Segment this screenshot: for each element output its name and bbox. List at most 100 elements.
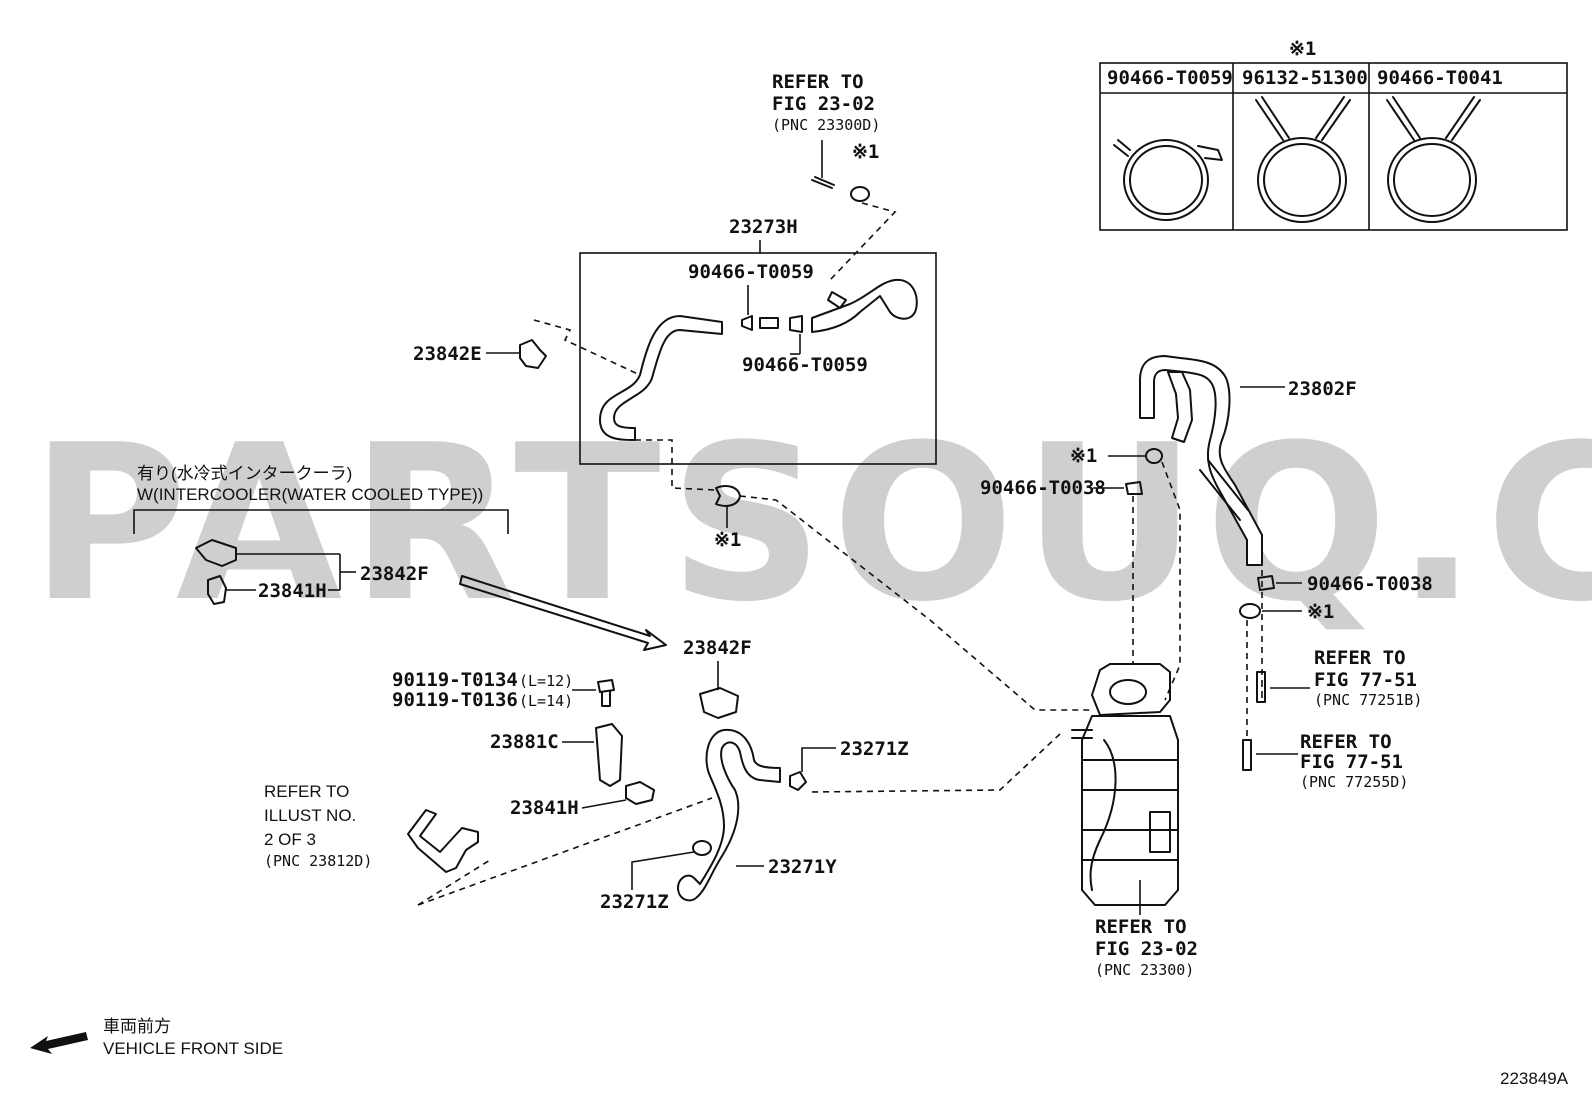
label-23881C: 23881C xyxy=(490,731,559,753)
watermark: PARTSOUQ.COM xyxy=(30,398,1592,649)
refer-right1-line3: (PNC 77251B) xyxy=(1314,691,1422,709)
refer-left-line3: 2 OF 3 xyxy=(264,830,316,849)
hose-23271Y-group: 23271Z 23271Z 23271Y xyxy=(417,728,909,913)
table-marker: ※1 xyxy=(1289,38,1316,60)
clip-center-group: ※1 xyxy=(714,485,741,551)
clip-23841H-lower xyxy=(625,781,655,805)
clip-illustration-3 xyxy=(1386,96,1481,223)
refer-left-line4: (PNC 23812D) xyxy=(264,852,372,870)
diagram-part-number: 223849A xyxy=(1500,1069,1569,1088)
refer-top-line1: REFER TO xyxy=(772,71,864,93)
label-23273H: 23273H xyxy=(729,216,798,238)
hose-23802F-branch xyxy=(1167,371,1193,443)
refer-note-right-2: REFER TO FIG 77-51 (PNC 77255D) xyxy=(1242,731,1408,791)
refer-top-line3: (PNC 23300D) xyxy=(772,116,880,134)
refer-note-right-1: REFER TO FIG 77-51 (PNC 77251B) xyxy=(1256,647,1422,709)
front-arrow-icon xyxy=(30,1032,88,1054)
label-90119-T0136: 90119-T0136 xyxy=(392,689,518,711)
refer-left-line1: REFER TO xyxy=(264,782,349,801)
table-frame xyxy=(1099,62,1568,231)
clip-table: ※1 90466-T0059 96132-51300 90466-T0041 xyxy=(1099,38,1568,231)
hose-23273H-right xyxy=(811,278,918,333)
clip-illustration-2 xyxy=(1255,96,1351,223)
clamp-right xyxy=(789,315,803,333)
direction-arrow xyxy=(459,575,667,651)
clamp-90466-T0038-right xyxy=(1257,575,1275,591)
intercooler-note-jp: 有り(水冷式インタークーラ) xyxy=(137,464,352,483)
refer-right1-line2: FIG 77-51 xyxy=(1314,669,1417,691)
front-side-indicator: 車両前方 VEHICLE FRONT SIDE xyxy=(30,1017,283,1058)
label-90466-T0038-right: 90466-T0038 xyxy=(1307,573,1433,595)
clip-center xyxy=(715,485,741,507)
label-90466-T0059-lower: 90466-T0059 xyxy=(742,354,868,376)
intercooler-note-en: W(INTERCOOLER(WATER COOLED TYPE)) xyxy=(137,485,483,504)
label-90119-T0136-length: (L=14) xyxy=(519,692,573,710)
center-parts-group: 23842F 90119-T0134 (L=12) 90119-T0136 (L… xyxy=(392,637,752,819)
hose-23273H-group: 23273H 90466-T0059 90466-T0059 xyxy=(579,216,937,491)
fuel-filter-canister xyxy=(809,663,1179,906)
label-90119-T0134-length: (L=12) xyxy=(519,672,573,690)
label-23271Z-upper: 23271Z xyxy=(840,738,909,760)
refer-right2-line3: (PNC 77255D) xyxy=(1300,773,1408,791)
connector-joint xyxy=(759,317,779,329)
bracket-23842E-group: 23842E xyxy=(413,319,641,376)
clip-top xyxy=(850,186,870,202)
hose-box xyxy=(579,252,937,465)
refer-bottom-line3: (PNC 23300) xyxy=(1095,961,1194,979)
refer-bottom-line1: REFER TO xyxy=(1095,916,1187,938)
label-23841H-lower: 23841H xyxy=(510,797,579,819)
clip-right xyxy=(1239,603,1261,619)
pipe-end-77251B xyxy=(1256,671,1266,703)
label-90119-T0134: 90119-T0134 xyxy=(392,669,518,691)
label-23841H-left: 23841H xyxy=(258,580,327,602)
table-col-2: 96132-51300 xyxy=(1242,67,1368,89)
table-col-3: 90466-T0041 xyxy=(1377,67,1503,89)
refer-top-line2: FIG 23-02 xyxy=(772,93,875,115)
refer-note-left: REFER TO ILLUST NO. 2 OF 3 (PNC 23812D) xyxy=(264,782,479,873)
bracket-23881C xyxy=(595,723,623,787)
label-90466-T0059-upper: 90466-T0059 xyxy=(688,261,814,283)
bracket-23842E xyxy=(519,339,547,369)
clamp-left xyxy=(741,315,753,331)
refer-left-line2: ILLUST NO. xyxy=(264,806,356,825)
label-23842F-left: 23842F xyxy=(360,563,429,585)
refer-right2-line1: REFER TO xyxy=(1300,731,1392,753)
front-side-jp: 車両前方 xyxy=(103,1017,171,1036)
bracket-23842F-center xyxy=(699,687,739,719)
clip-illustration-1 xyxy=(1113,139,1223,221)
hose-23812D xyxy=(407,809,479,873)
marker-center: ※1 xyxy=(714,529,741,551)
intercooler-group: 有り(水冷式インタークーラ) W(INTERCOOLER(WATER COOLE… xyxy=(133,464,509,605)
refer-note-bottom: REFER TO FIG 23-02 (PNC 23300) xyxy=(1095,880,1198,979)
refer-note-top: REFER TO FIG 23-02 (PNC 23300D) ※1 xyxy=(772,71,897,281)
front-side-en: VEHICLE FRONT SIDE xyxy=(103,1039,283,1058)
label-23842E: 23842E xyxy=(413,343,482,365)
marker-top: ※1 xyxy=(852,141,879,163)
label-23271Z-lower: 23271Z xyxy=(600,891,669,913)
label-23802F: 23802F xyxy=(1288,378,1357,400)
refer-bottom-line2: FIG 23-02 xyxy=(1095,938,1198,960)
hose-23802F-group: 23802F ※1 90466-T0038 90466-T0038 ※1 xyxy=(980,355,1433,740)
clip-bracket-top xyxy=(827,291,847,309)
label-90466-T0038-left: 90466-T0038 xyxy=(980,477,1106,499)
clip-23271Z-lower xyxy=(692,840,712,856)
clip-23841H-left xyxy=(207,575,227,605)
hose-23802F-inner xyxy=(1199,459,1249,521)
refer-right1-line1: REFER TO xyxy=(1314,647,1406,669)
label-23842F-center: 23842F xyxy=(683,637,752,659)
marker-right: ※1 xyxy=(1307,601,1334,623)
marker-mid-right: ※1 xyxy=(1070,445,1097,467)
hose-23802F xyxy=(1139,355,1263,566)
bolt-90119 xyxy=(597,679,615,707)
label-23271Y: 23271Y xyxy=(768,856,837,878)
refer-right2-line2: FIG 77-51 xyxy=(1300,751,1403,773)
clip-23271Z-upper xyxy=(789,771,807,791)
pipe-end-top xyxy=(811,176,835,189)
hose-23271Y xyxy=(677,728,781,902)
pipe-end-77255D xyxy=(1242,739,1252,771)
clip-mid-right xyxy=(1145,448,1163,464)
bracket-23842F-left xyxy=(195,539,237,567)
table-col-1: 90466-T0059 xyxy=(1107,67,1233,89)
